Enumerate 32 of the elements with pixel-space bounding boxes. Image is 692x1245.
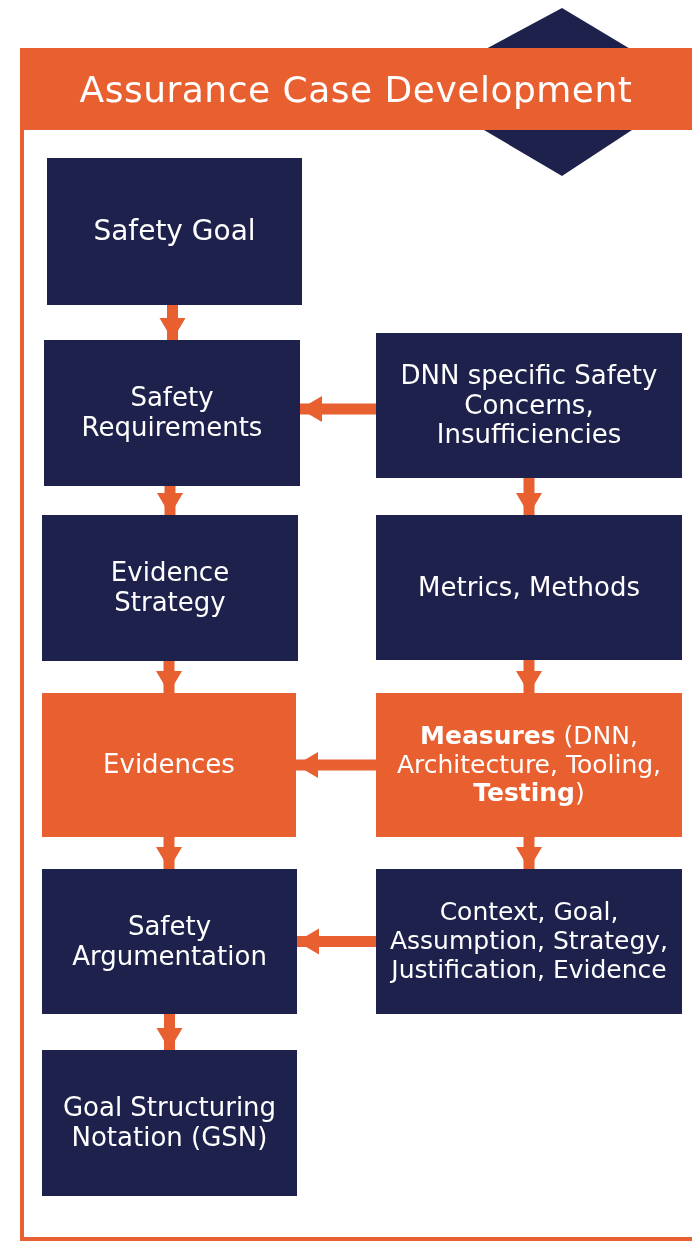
arrow: [156, 1014, 183, 1050]
box-label: Goal Structuring Notation (GSN): [61, 1093, 278, 1153]
arrow: [156, 837, 182, 869]
process-box: [42, 869, 297, 1014]
box-label: Context, Goal, Assumption, Strategy, Justification, Evidence: [388, 898, 670, 985]
process-box: [42, 1050, 297, 1196]
process-box: [376, 333, 682, 478]
arrow: [297, 928, 376, 955]
arrow: [516, 478, 542, 515]
box-label: Evidences: [103, 750, 235, 780]
box-label: Evidence Strategy: [109, 558, 231, 618]
arrow: [516, 660, 542, 693]
arrow: [300, 396, 376, 422]
box-label: Metrics, Methods: [418, 572, 640, 603]
arrow: [157, 486, 183, 515]
arrow: [296, 752, 376, 778]
arrow: [156, 661, 182, 693]
box-label: Measures (DNN, Architecture, Tooling, Testing): [395, 721, 663, 809]
process-box: [376, 515, 682, 660]
process-box: [376, 693, 682, 837]
arrow: [516, 837, 542, 869]
process-box: [44, 340, 300, 486]
box-label: Safety Argumentation: [71, 911, 268, 972]
process-box: [47, 158, 302, 305]
process-box: [42, 515, 298, 661]
process-box: [42, 693, 296, 837]
box-label: Safety Goal: [93, 215, 256, 248]
box-label: Safety Requirements: [80, 383, 264, 443]
process-box: [376, 869, 682, 1014]
arrow: [159, 305, 186, 340]
box-label: DNN specific Safety Concerns, Insufficiencies: [399, 360, 659, 451]
title: Assurance Case Development: [79, 68, 633, 110]
